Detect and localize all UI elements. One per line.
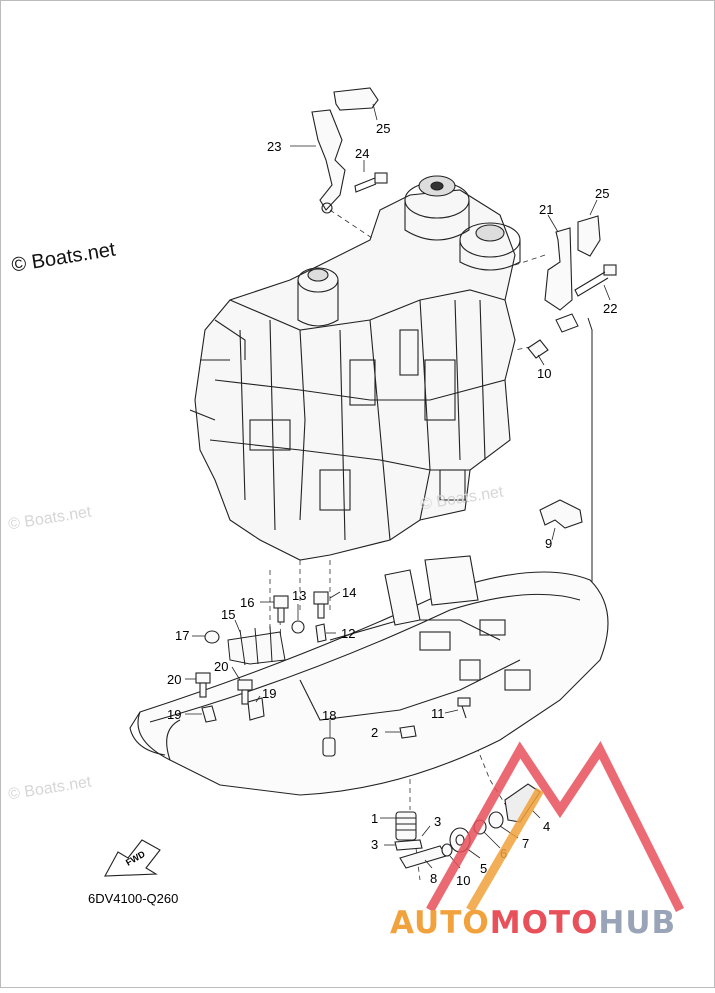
washer-7[interactable] <box>488 811 504 829</box>
callout-5: 5 <box>480 861 487 876</box>
callout-15: 15 <box>221 607 235 622</box>
callout-22: 22 <box>603 301 617 316</box>
bolt-14[interactable] <box>313 591 329 619</box>
brand-wordmark: AUTOMOTOHUB <box>390 905 676 941</box>
callout-24: 24 <box>355 146 369 161</box>
bracket-15[interactable] <box>227 625 286 666</box>
callout-18: 18 <box>322 708 336 723</box>
bolt-11[interactable] <box>457 697 471 719</box>
clip-12[interactable] <box>315 623 327 643</box>
nut-2[interactable] <box>399 725 417 739</box>
bolt-22[interactable] <box>574 264 617 297</box>
clamp-9[interactable] <box>539 499 583 529</box>
bolt-20-right[interactable] <box>237 679 253 705</box>
callout-19-left: 19 <box>167 707 181 722</box>
bolt-20-left[interactable] <box>195 672 211 698</box>
callout-2: 2 <box>371 725 378 740</box>
callout-7: 7 <box>522 836 529 851</box>
callout-20-left: 20 <box>167 672 181 687</box>
clamp-3[interactable] <box>394 839 423 851</box>
grommet-1[interactable] <box>395 811 417 841</box>
grommet-18[interactable] <box>322 737 336 757</box>
brand-part-hub: HUB <box>598 905 677 941</box>
callout-8: 8 <box>430 871 437 886</box>
callout-12: 12 <box>341 626 355 641</box>
callout-23: 23 <box>267 139 281 154</box>
callout-20-right: 20 <box>214 659 228 674</box>
callout-labels: 25 23 24 25 21 22 10 9 13 16 14 15 17 12… <box>167 121 617 888</box>
clip-10-bottom[interactable] <box>441 843 453 857</box>
callout-10-bottom: 10 <box>456 873 470 888</box>
callout-13: 13 <box>292 588 306 603</box>
callout-16: 16 <box>240 595 254 610</box>
clip-19-left[interactable] <box>201 705 217 723</box>
brand-part-auto: AUTO <box>390 905 490 941</box>
brand-part-moto: MOTO <box>489 905 599 941</box>
callout-14: 14 <box>342 585 356 600</box>
bolt-16[interactable] <box>273 595 289 623</box>
bracket-21[interactable] <box>544 227 573 311</box>
callout-4: 4 <box>543 819 550 834</box>
callout-21: 21 <box>539 202 553 217</box>
callout-25-right: 25 <box>595 186 609 201</box>
callout-17: 17 <box>175 628 189 643</box>
bolt-24[interactable] <box>354 172 388 193</box>
callout-19-right: 19 <box>262 686 276 701</box>
callout-25-top: 25 <box>376 121 390 136</box>
callout-1: 1 <box>371 811 378 826</box>
bottom-cowling[interactable] <box>129 555 609 796</box>
callout-3-lower: 3 <box>371 837 378 852</box>
nut-13[interactable] <box>291 620 305 634</box>
callout-3-upper: 3 <box>434 814 441 829</box>
callout-9: 9 <box>545 536 552 551</box>
clip-10-top[interactable] <box>527 339 549 359</box>
clip-25-top[interactable] <box>333 87 379 111</box>
callout-10-top: 10 <box>537 366 551 381</box>
brand-logo-mark <box>426 741 685 913</box>
bracket-23[interactable] <box>311 109 346 214</box>
diagram-code: 6DV4100-Q260 <box>88 891 179 906</box>
callout-11: 11 <box>431 706 445 721</box>
grommet-17[interactable] <box>204 630 220 644</box>
clip-25-right[interactable] <box>577 215 601 257</box>
engine-block[interactable] <box>189 175 521 561</box>
fwd-arrow: FWD <box>104 839 161 877</box>
